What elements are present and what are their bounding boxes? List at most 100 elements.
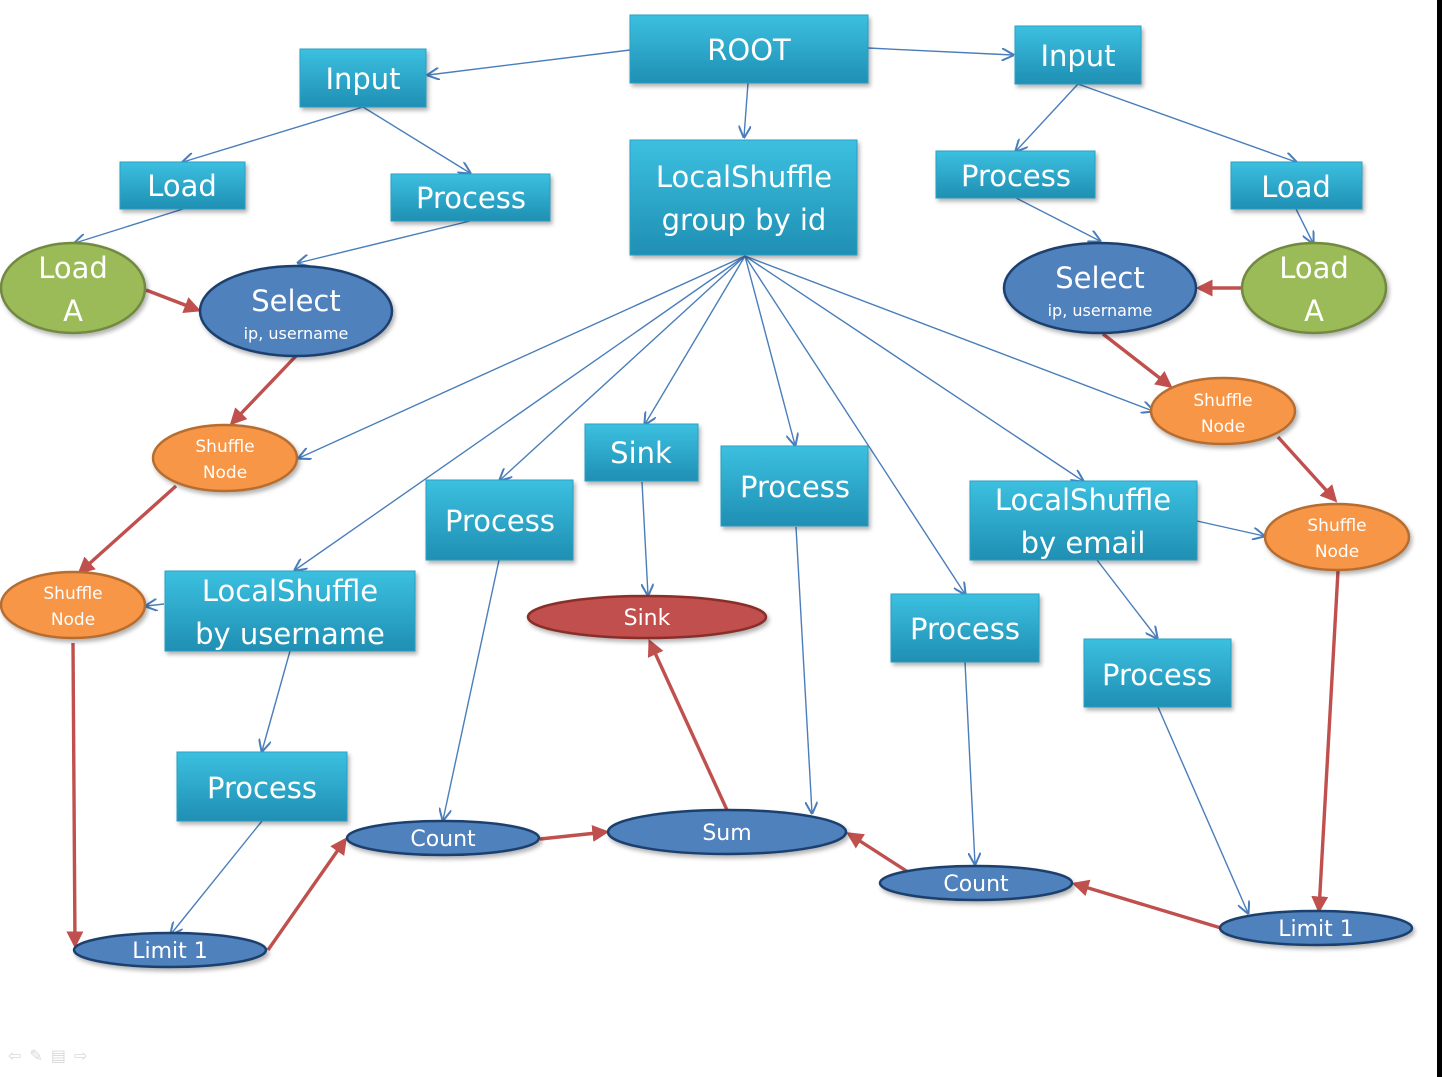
node-select-left: Select ip, username xyxy=(198,264,394,358)
node-shuffle-right-a: Shuffle Node xyxy=(1149,376,1297,446)
node-shuffle-left-b-line1: Shuffle xyxy=(43,584,102,604)
previous-slide-icon[interactable]: ⇦ xyxy=(8,1046,22,1065)
box-process-left-top-label: Process xyxy=(416,181,526,215)
box-process-center-right: Process xyxy=(720,445,869,527)
window-edge xyxy=(1437,0,1442,1077)
node-load-a-left: Load A xyxy=(0,241,147,335)
edge-select-left-shuffle xyxy=(229,354,298,426)
edge-load-right-loada xyxy=(1295,208,1313,243)
edge-sum-sink xyxy=(647,638,729,811)
edge-limit-right-count xyxy=(1071,879,1222,930)
node-sink: Sink xyxy=(526,594,768,640)
node-shuffle-right-a-line2: Node xyxy=(1201,417,1245,437)
box-localshuffle-email-line1: LocalShuffle xyxy=(995,483,1171,517)
node-count-right: Count xyxy=(878,864,1074,902)
edge-localshuffle-username-shuffle xyxy=(146,604,165,606)
edge-group-process-center-left xyxy=(500,255,746,480)
box-process-right-mid: Process xyxy=(890,593,1040,663)
box-process-center-right-label: Process xyxy=(740,470,850,504)
box-input-left-label: Input xyxy=(325,62,400,96)
node-count-left: Count xyxy=(345,819,541,857)
node-shuffle-right-a-line1: Shuffle xyxy=(1193,391,1252,411)
edge-input-left-load xyxy=(183,106,364,162)
node-sink-label: Sink xyxy=(624,606,671,631)
node-load-a-left-line1: Load xyxy=(38,251,108,285)
node-load-a-right-line1: Load xyxy=(1279,251,1349,285)
edge-shuffle-left-b-limit xyxy=(66,642,84,949)
node-count-right-label: Count xyxy=(943,872,1009,897)
edge-loada-left-select xyxy=(145,288,202,314)
box-process-right-top: Process xyxy=(935,150,1096,199)
red-edges xyxy=(66,279,1340,951)
box-load-left: Load xyxy=(119,161,246,210)
node-shuffle-right-b-line1: Shuffle xyxy=(1307,516,1366,536)
box-load-right-label: Load xyxy=(1261,170,1331,204)
edge-process-right-mid-count xyxy=(964,661,975,864)
box-sink: Sink xyxy=(584,423,699,482)
node-select-right: Select ip, username xyxy=(1002,241,1198,335)
node-shuffle-left-a: Shuffle Node xyxy=(151,423,299,493)
edge-localshuffle-username-process xyxy=(262,650,291,751)
menu-icon[interactable]: ▤ xyxy=(50,1046,66,1065)
node-shuffle-left-b: Shuffle Node xyxy=(0,570,147,640)
node-limit-left-label: Limit 1 xyxy=(132,939,208,964)
edge-group-process-center-right xyxy=(744,255,795,445)
edge-input-right-process xyxy=(1016,83,1079,151)
box-process-far-right: Process xyxy=(1083,638,1232,708)
node-shuffle-left-b-line2: Node xyxy=(51,610,95,630)
edge-group-localshuffle-email xyxy=(744,255,1083,481)
box-process-left-bottom-label: Process xyxy=(207,771,317,805)
edge-process-center-left-count xyxy=(443,559,500,820)
edge-limit-left-count xyxy=(266,837,347,951)
edge-group-shuffle-right-a xyxy=(744,255,1153,411)
box-sink-label: Sink xyxy=(610,436,672,470)
box-root: ROOT xyxy=(629,14,869,84)
node-limit-left: Limit 1 xyxy=(72,931,268,969)
node-limit-right-label: Limit 1 xyxy=(1278,917,1354,942)
edge-process-center-right-sum xyxy=(795,526,812,813)
node-sum: Sum xyxy=(606,808,848,856)
edge-root-input-right xyxy=(867,47,1013,55)
edge-root-localshuffle-group xyxy=(744,82,748,137)
node-load-a-right-line2: A xyxy=(1304,294,1324,328)
box-localshuffle-group-line2: group by id xyxy=(662,203,827,237)
box-localshuffle-username: LocalShuffle by username xyxy=(164,570,416,652)
edge-input-left-process xyxy=(362,106,470,173)
node-limit-right: Limit 1 xyxy=(1218,909,1414,947)
edge-load-left-loada xyxy=(75,208,184,243)
edge-select-right-shuffle xyxy=(1101,332,1173,389)
node-shuffle-left-a-line2: Node xyxy=(203,463,247,483)
edge-group-sink-box xyxy=(645,255,746,424)
box-input-right-label: Input xyxy=(1040,39,1115,73)
edge-sink-box-sink xyxy=(642,481,648,595)
edge-shuffle-right-a-b xyxy=(1276,435,1338,503)
box-localshuffle-email-line2: by email xyxy=(1021,526,1146,560)
box-root-label: ROOT xyxy=(707,33,791,67)
pen-icon[interactable]: ✎ xyxy=(29,1046,43,1065)
box-process-far-right-label: Process xyxy=(1102,658,1212,692)
box-process-right-top-label: Process xyxy=(961,159,1071,193)
edge-localshuffle-email-process xyxy=(1096,559,1157,638)
box-load-left-label: Load xyxy=(147,169,217,203)
node-count-left-label: Count xyxy=(410,827,476,852)
edge-localshuffle-email-shuffle xyxy=(1196,520,1264,536)
edge-shuffle-right-b-limit xyxy=(1311,570,1340,914)
box-input-left: Input xyxy=(299,48,427,108)
next-slide-icon[interactable]: ⇨ xyxy=(73,1046,88,1065)
box-localshuffle-username-line2: by username xyxy=(195,617,385,651)
edge-group-process-right-mid xyxy=(744,255,965,594)
box-localshuffle-group: LocalShuffle group by id xyxy=(629,139,858,256)
node-shuffle-left-a-line1: Shuffle xyxy=(195,437,254,457)
node-select-left-line1: Select xyxy=(251,284,340,318)
box-process-center-left: Process xyxy=(425,479,574,561)
edge-count-left-sum xyxy=(539,824,610,842)
node-select-left-line2: ip, username xyxy=(244,324,349,343)
node-select-right-line2: ip, username xyxy=(1048,301,1153,320)
node-load-a-left-line2: A xyxy=(63,294,83,328)
node-sum-label: Sum xyxy=(702,821,751,846)
edge-process-left-bottom-limit xyxy=(171,820,263,934)
node-shuffle-right-b: Shuffle Node xyxy=(1263,502,1411,572)
edge-root-input-left xyxy=(428,49,631,75)
box-localshuffle-username-line1: LocalShuffle xyxy=(202,574,378,608)
